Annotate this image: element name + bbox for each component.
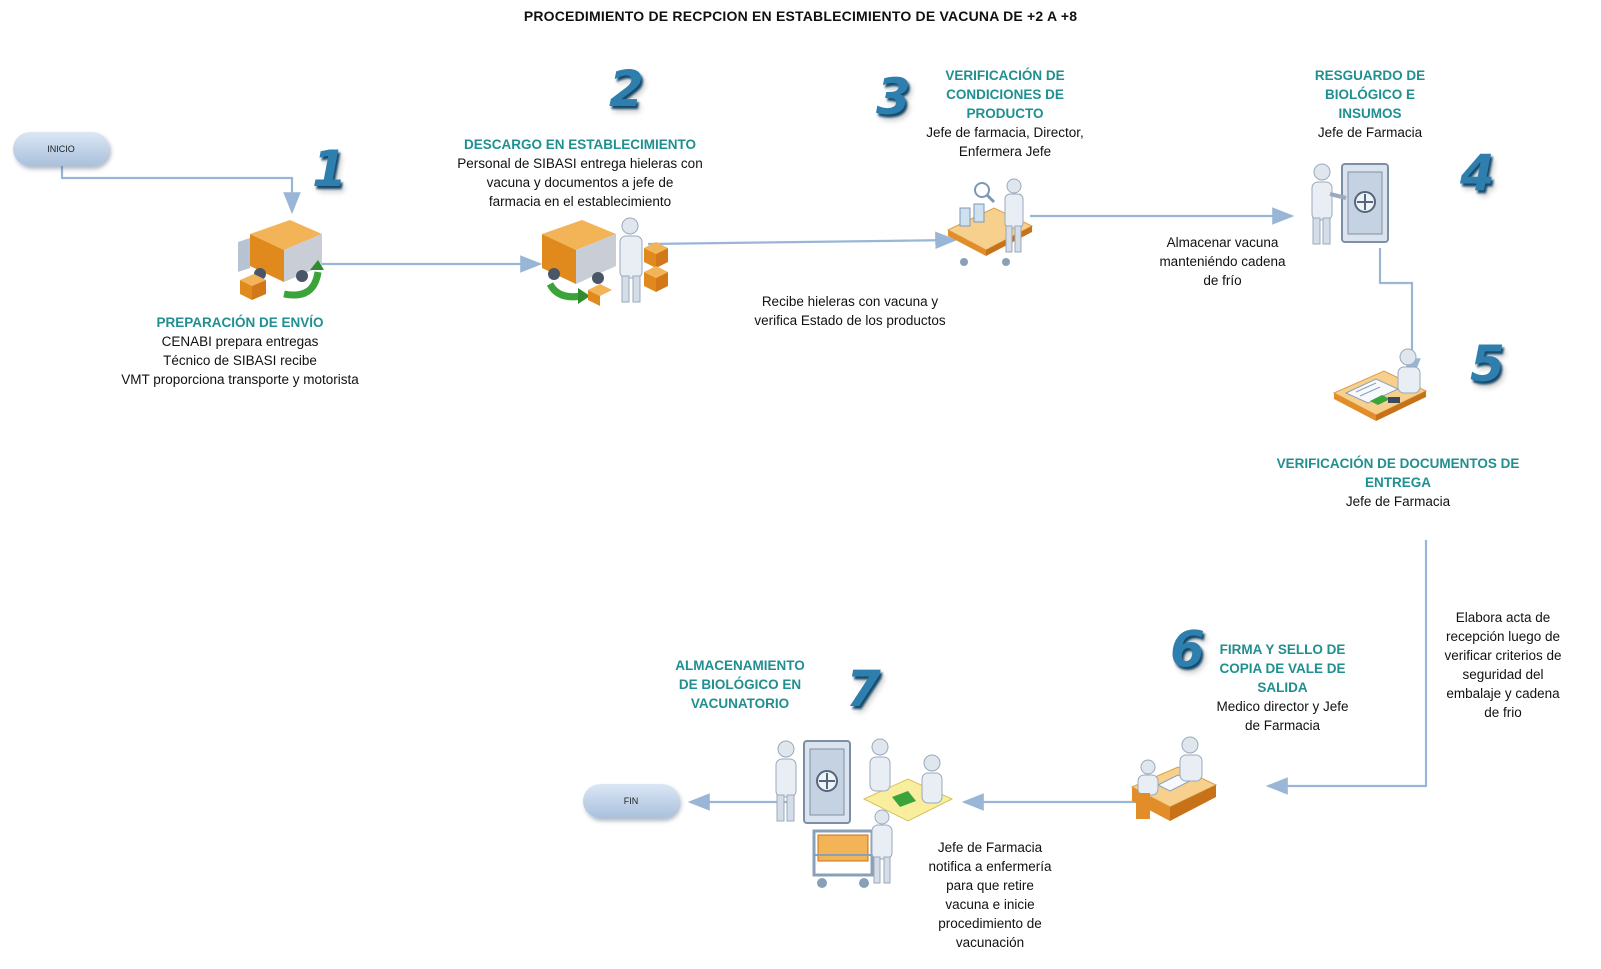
note-act: Elabora acta de recepción luego de verif… — [1418, 608, 1588, 722]
step-4-label: RESGUARDO DE BIOLÓGICO E INSUMOS Jefe de… — [1290, 66, 1450, 142]
note-line: Elabora acta de — [1455, 610, 1551, 625]
step-5-line: Jefe de Farmacia — [1345, 494, 1451, 509]
note-line: para que retire — [946, 878, 1034, 893]
diagram-title: PROCEDIMIENTO DE RECPCION EN ESTABLECIMI… — [523, 8, 1078, 24]
step-3-label: VERIFICACIÓN DE CONDICIONES DE PRODUCTO … — [900, 66, 1110, 161]
truck-unloading-icon — [542, 217, 668, 306]
connector-2-to-3 — [647, 231, 958, 250]
step-2-line: vacuna y documentos a jefe de — [486, 175, 674, 190]
note-line: verificar criterios de — [1444, 648, 1562, 663]
note-line: Jefe de Farmacia — [937, 840, 1043, 855]
note-line: de frio — [1484, 705, 1522, 720]
note-notify: Jefe de Farmacia notifica a enfermería p… — [905, 838, 1075, 952]
step-7-title: VACUNATORIO — [690, 696, 790, 711]
note-line: embalaje y cadena — [1446, 686, 1560, 701]
step-1-line: VMT proporciona transporte y motorista — [121, 372, 359, 387]
step-1-title: PREPARACIÓN DE ENVÍO — [156, 315, 324, 330]
end-node: FIN — [583, 784, 679, 818]
step-6-title: COPIA DE VALE DE — [1219, 661, 1346, 676]
step-3-title: CONDICIONES DE — [946, 87, 1064, 102]
note-receive: Recibe hieleras con vacuna y verifica Es… — [725, 292, 975, 330]
step-7-title: DE BIOLÓGICO EN — [678, 677, 802, 692]
note-line: procedimiento de — [938, 916, 1042, 931]
step-1-label: PREPARACIÓN DE ENVÍO CENABI prepara entr… — [90, 313, 390, 389]
step-4-title: BIOLÓGICO E — [1324, 87, 1415, 102]
conveyor-inspection-icon — [946, 178, 1034, 266]
start-node: INICIO — [13, 132, 109, 166]
step-6-title: FIRMA Y SELLO DE — [1219, 642, 1346, 657]
safe-vault-icon — [1311, 163, 1389, 245]
note-store: Almacenar vacuna manteniéndo cadena de f… — [1140, 233, 1305, 290]
step-6-label: FIRMA Y SELLO DE COPIA DE VALE DE SALIDA… — [1200, 640, 1365, 735]
step-3-title: VERIFICACIÓN DE — [945, 68, 1065, 83]
truck-loading-icon — [238, 220, 324, 300]
step-number-5: 5 — [1470, 335, 1505, 393]
note-line: recepción luego de — [1445, 629, 1561, 644]
step-5-title: ENTREGA — [1364, 475, 1431, 490]
step-number-7: 7 — [846, 660, 881, 718]
note-line: notifica a enfermería — [928, 859, 1052, 874]
step-3-title: PRODUCTO — [966, 106, 1044, 121]
connector-5-to-6 — [1265, 540, 1428, 795]
step-6-line: de Farmacia — [1244, 718, 1321, 733]
note-line: manteniéndo cadena — [1159, 254, 1286, 269]
note-line: vacunación — [955, 935, 1025, 950]
step-6-line: Medico director y Jefe — [1216, 699, 1349, 714]
desk-signing-icon — [1130, 736, 1218, 821]
step-number-3: 3 — [876, 68, 911, 126]
desk-documents-icon — [1332, 348, 1428, 421]
step-5-label: VERIFICACIÓN DE DOCUMENTOS DE ENTREGA Je… — [1258, 454, 1538, 511]
step-7-title: ALMACENAMIENTO — [675, 658, 805, 673]
vault-handover-icon — [775, 738, 954, 888]
step-2-label: DESCARGO EN ESTABLECIMIENTO Personal de … — [430, 135, 730, 211]
step-number-1: 1 — [312, 140, 347, 198]
connector-start-to-1 — [60, 165, 301, 215]
note-line: verifica Estado de los productos — [754, 313, 946, 328]
step-number-6: 6 — [1170, 620, 1205, 678]
note-line: de frío — [1203, 273, 1242, 288]
step-5-title: VERIFICACIÓN DE DOCUMENTOS DE — [1276, 456, 1520, 471]
step-1-line: Técnico de SIBASI recibe — [163, 353, 317, 368]
step-4-title: RESGUARDO DE — [1314, 68, 1426, 83]
note-line: Almacenar vacuna — [1166, 235, 1279, 250]
step-4-title: INSUMOS — [1338, 106, 1402, 121]
step-number-4: 4 — [1460, 144, 1495, 202]
note-line: seguridad del — [1462, 667, 1544, 682]
step-3-line: Enfermera Jefe — [958, 144, 1052, 159]
connector-4-to-5 — [1378, 248, 1421, 381]
step-number-2: 2 — [609, 60, 644, 118]
step-7-label: ALMACENAMIENTO DE BIOLÓGICO EN VACUNATOR… — [660, 656, 820, 713]
step-2-line: farmacia en el establecimiento — [488, 194, 672, 209]
note-line: vacuna e inicie — [945, 897, 1035, 912]
step-3-line: Jefe de farmacia, Director, — [926, 125, 1084, 140]
step-2-title: DESCARGO EN ESTABLECIMIENTO — [463, 137, 697, 152]
step-6-title: SALIDA — [1257, 680, 1308, 695]
step-1-line: CENABI prepara entregas — [161, 334, 319, 349]
note-line: Recibe hieleras con vacuna y — [761, 294, 939, 309]
step-4-line: Jefe de Farmacia — [1317, 125, 1423, 140]
step-2-line: Personal de SIBASI entrega hieleras con — [457, 156, 703, 171]
